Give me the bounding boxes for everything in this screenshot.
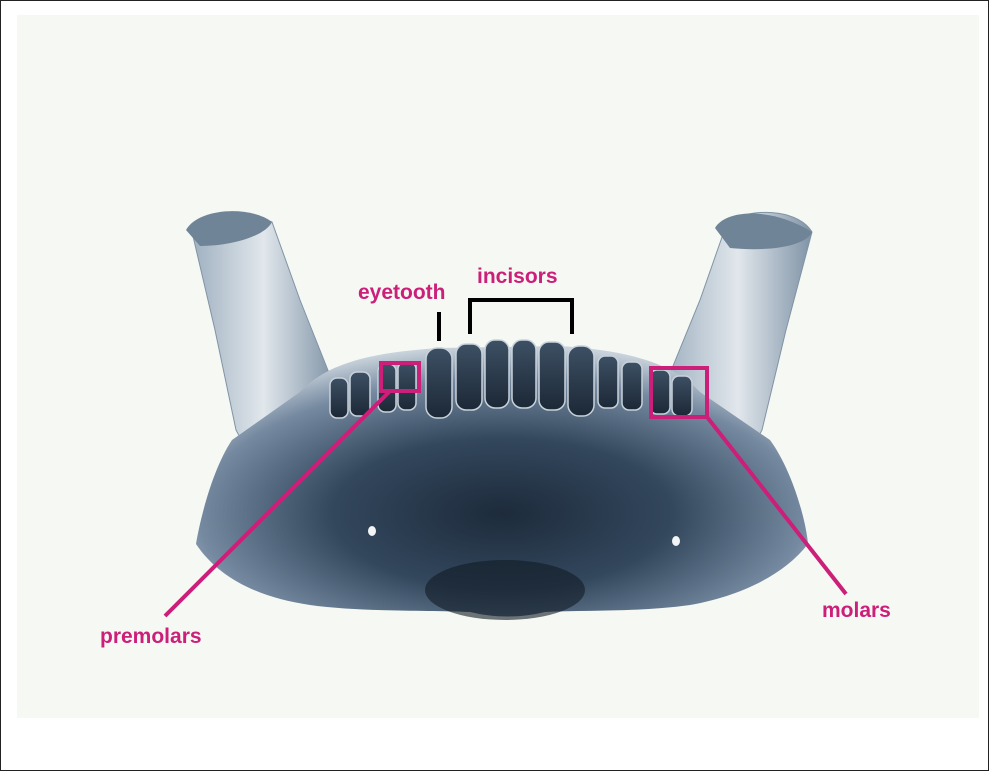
tooth-incisor-3 [512,340,536,408]
tooth-canine-left [426,348,452,418]
tooth-incisor-4 [539,342,565,410]
tooth-incisor-2 [485,340,509,408]
tooth-incisor-1 [456,344,482,410]
tooth-molar-left-2 [350,372,370,416]
chin-shadow [425,560,585,620]
left-foramen [368,526,376,536]
premolars-label: premolars [100,625,202,648]
tooth-molar-left-1 [330,378,348,418]
eyetooth-label: eyetooth [358,281,446,304]
tooth-premolar-right-1 [598,356,618,408]
tooth-premolar-left-2 [398,362,416,410]
tooth-molar-right-2 [672,376,692,416]
tooth-canine-right [568,346,594,416]
incisors-label: incisors [477,265,558,288]
tooth-premolar-right-2 [622,362,642,410]
molars-label: molars [822,599,891,622]
right-foramen [672,536,680,546]
incisors-bracket [470,300,572,334]
